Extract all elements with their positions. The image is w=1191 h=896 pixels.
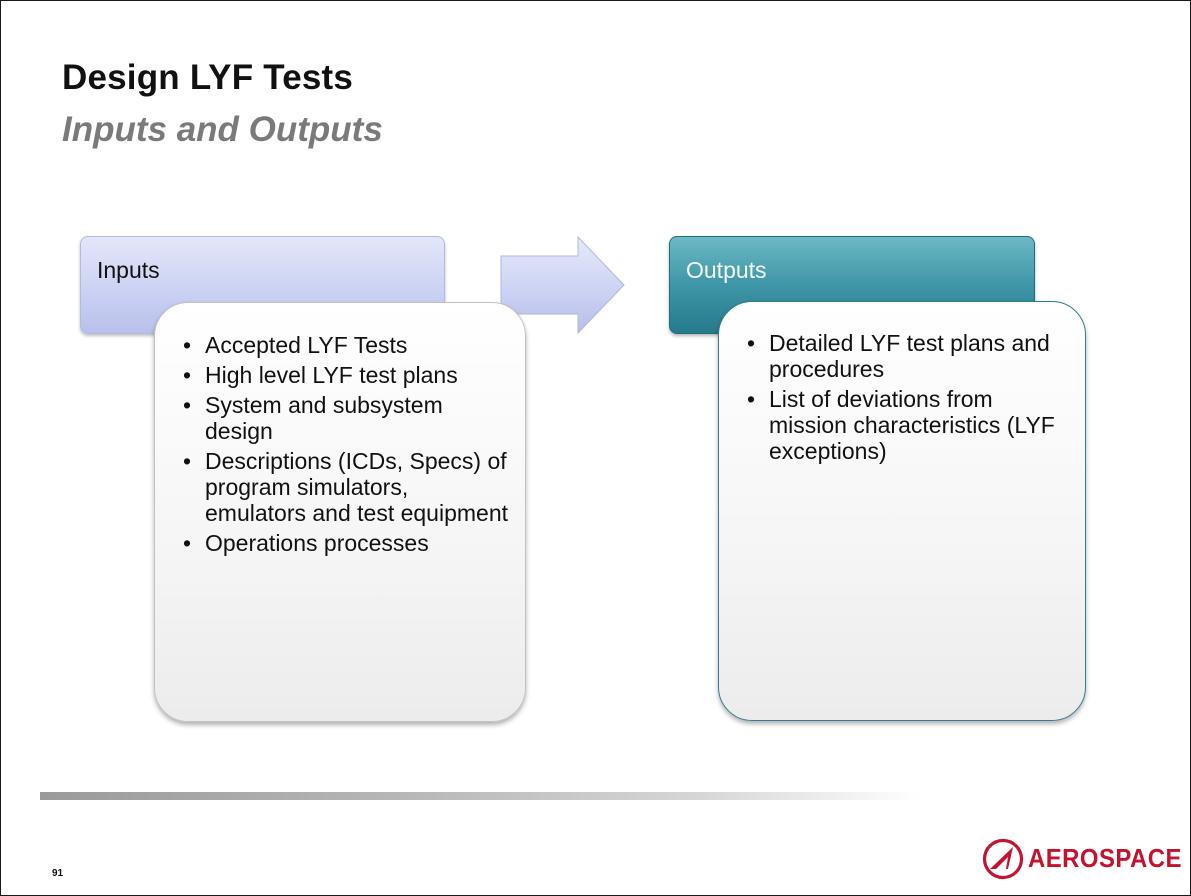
inputs-bullet-text: High level LYF test plans — [205, 362, 458, 388]
inputs-bullet-text: Descriptions (ICDs, Specs) of program si… — [205, 448, 509, 526]
slide-subtitle: Inputs and Outputs — [62, 110, 383, 149]
inputs-bullet-list: •Accepted LYF Tests •High level LYF test… — [183, 332, 513, 560]
aerospace-logo-icon — [982, 838, 1024, 880]
outputs-content-box: •Detailed LYF test plans and procedures … — [718, 301, 1086, 721]
aerospace-logo-text: AEROSPACE — [1028, 843, 1182, 873]
aerospace-logo: AEROSPACE — [982, 836, 1181, 884]
inputs-bullet-text: Operations processes — [205, 530, 429, 556]
outputs-bullet-text: List of deviations from mission characte… — [769, 386, 1055, 464]
inputs-header-label: Inputs — [97, 257, 160, 283]
outputs-bullet-item: •List of deviations from mission charact… — [747, 386, 1055, 464]
footer-divider — [40, 792, 920, 800]
inputs-bullet-item: •System and subsystem design — [183, 392, 443, 444]
outputs-bullet-text: Detailed LYF test plans and procedures — [769, 330, 1050, 382]
inputs-bullet-text: System and subsystem design — [205, 392, 443, 444]
inputs-bullet-item: •Descriptions (ICDs, Specs) of program s… — [183, 448, 509, 526]
inputs-bullet-item: •High level LYF test plans — [183, 362, 458, 388]
outputs-bullet-list: •Detailed LYF test plans and procedures … — [747, 330, 1077, 468]
inputs-content-box: •Accepted LYF Tests •High level LYF test… — [154, 302, 526, 722]
inputs-bullet-item: •Operations processes — [183, 530, 429, 556]
outputs-header-label: Outputs — [686, 257, 767, 283]
slide-title: Design LYF Tests — [62, 58, 354, 97]
page-number: 91 — [52, 868, 64, 879]
inputs-bullet-item: •Accepted LYF Tests — [183, 332, 408, 358]
outputs-bullet-item: •Detailed LYF test plans and procedures — [747, 330, 1050, 382]
inputs-bullet-text: Accepted LYF Tests — [205, 332, 408, 358]
